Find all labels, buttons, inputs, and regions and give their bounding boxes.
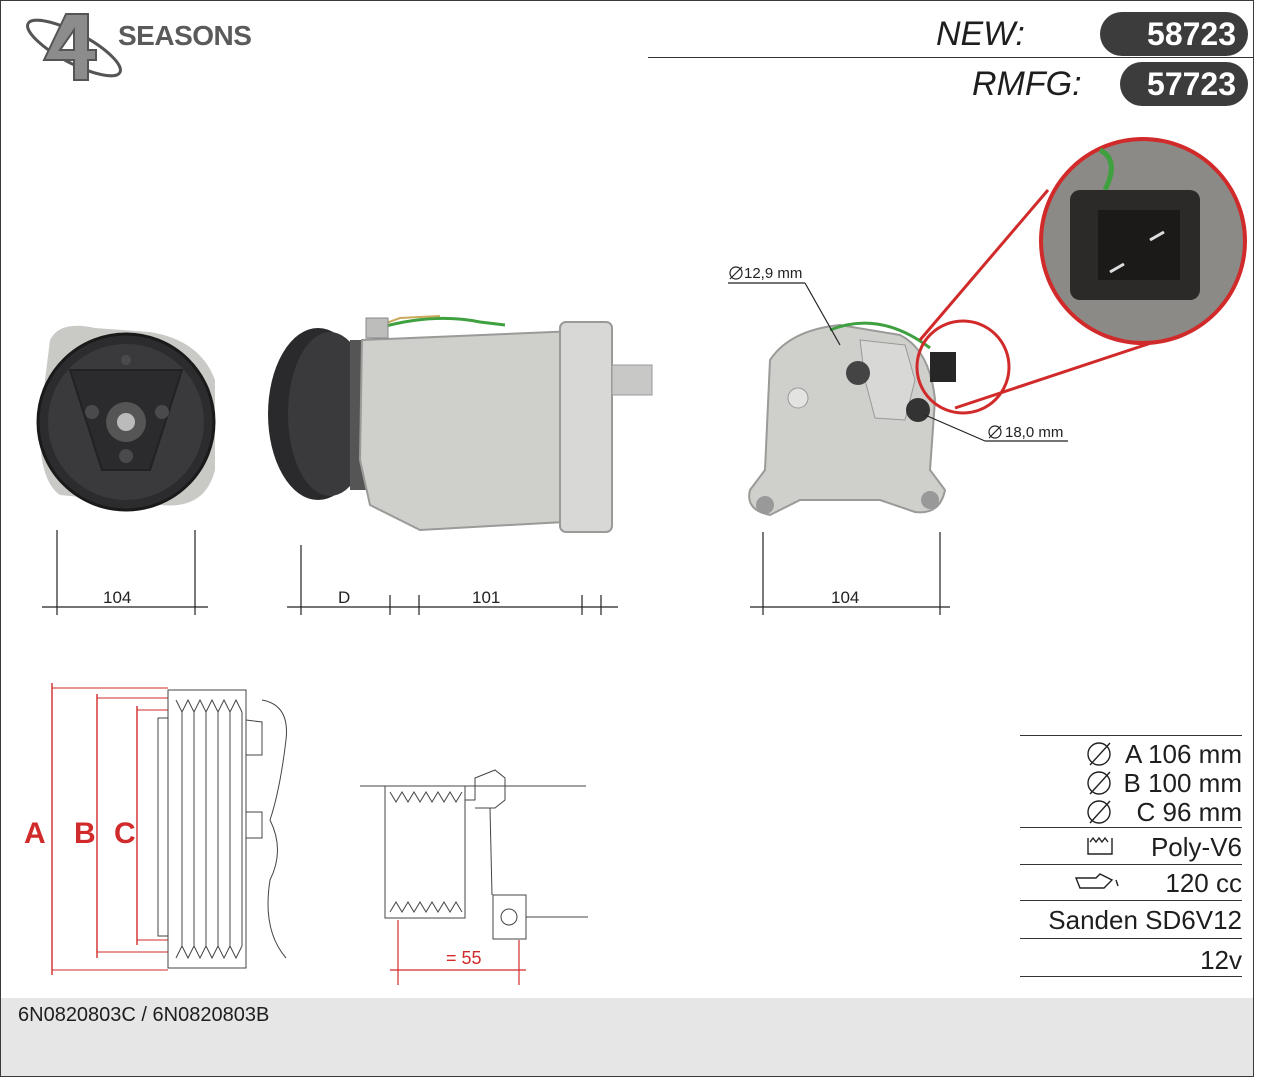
spec-diameter-c: C 96 mm — [1136, 797, 1242, 827]
belt-icon — [1087, 836, 1113, 855]
new-label: NEW: — [936, 15, 1025, 53]
logo-mark-icon — [26, 13, 122, 81]
port-diameter-discharge: 18,0 mm — [1005, 424, 1064, 441]
technical-drawing — [36, 137, 1247, 985]
rear-width-dimension: 104 — [831, 588, 860, 607]
spec-diameter-b: B 100 mm — [1123, 768, 1243, 798]
spec-divider — [1020, 976, 1242, 978]
brand-logo: SEASONS — [22, 8, 252, 88]
spec-divider — [1020, 900, 1242, 902]
diameter-icon — [1087, 771, 1111, 795]
rmfg-label: RMFG: — [972, 65, 1082, 103]
label-c: C — [114, 817, 136, 850]
spec-belt-type: Poly-V6 — [1150, 832, 1242, 862]
port-callouts — [728, 266, 1068, 442]
spec-divider — [1020, 864, 1242, 866]
spec-diameter-a: A 106 mm — [1124, 739, 1242, 769]
side-compressor-view — [268, 315, 653, 533]
diameter-icon — [1087, 800, 1111, 824]
spec-divider — [1020, 735, 1242, 737]
upper-dimension-lines — [42, 530, 950, 615]
spec-icons — [1074, 742, 1119, 889]
footer-bar — [1, 998, 1253, 1076]
diameter-icon — [1087, 742, 1111, 766]
label-a: A — [24, 817, 46, 850]
front-clutch-view — [36, 325, 216, 512]
oil-can-icon — [1074, 873, 1119, 889]
pulley-offset-dimension: = 55 — [446, 948, 482, 968]
label-b: B — [74, 817, 96, 850]
port-diameter-suction: 12,9 mm — [744, 265, 803, 282]
offset-drawing — [360, 769, 588, 985]
spec-compressor-model: Sanden SD6V12 — [1048, 905, 1242, 935]
header-divider — [648, 57, 1253, 58]
rear-compressor-view — [748, 321, 956, 517]
side-length-dimension: 101 — [472, 588, 501, 607]
spec-voltage: 12v — [1200, 945, 1242, 975]
side-d-dimension: D — [338, 588, 351, 607]
logo-text: SEASONS — [118, 20, 252, 51]
front-width-dimension: 104 — [103, 588, 132, 607]
connector-zoom — [915, 137, 1247, 415]
rmfg-number-badge: 57723 — [1120, 62, 1248, 106]
pulley-section-drawing — [51, 683, 287, 975]
new-number-badge: 58723 — [1100, 12, 1248, 56]
spec-divider — [1020, 938, 1242, 940]
spec-oil-capacity: 120 cc — [1165, 868, 1242, 898]
spec-divider — [1020, 827, 1242, 829]
oem-part-numbers: 6N0820803C / 6N0820803B — [18, 1004, 270, 1026]
